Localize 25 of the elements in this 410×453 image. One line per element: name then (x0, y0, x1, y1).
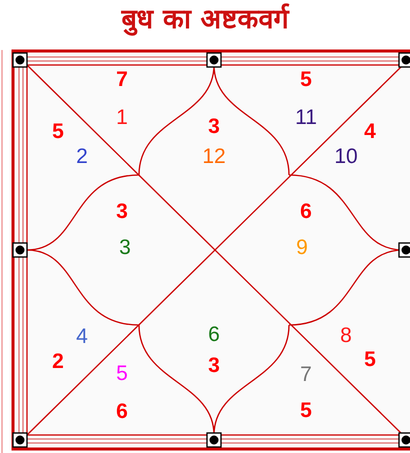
bindu-score: 5 (51, 121, 65, 143)
house-number: 8 (339, 325, 353, 347)
house-number: 9 (295, 237, 309, 259)
house-number: 2 (75, 146, 89, 168)
bindu-score: 3 (115, 201, 129, 223)
house-number: 5 (115, 363, 129, 385)
house-number: 11 (294, 107, 318, 129)
bindu-score: 6 (115, 401, 129, 423)
bindu-score: 7 (115, 69, 129, 91)
bindu-score: 3 (207, 116, 221, 138)
house-number: 7 (299, 364, 313, 386)
house-number: 12 (201, 146, 227, 168)
bindu-score: 2 (51, 351, 65, 373)
house-number: 6 (207, 324, 221, 346)
bindu-score: 6 (299, 201, 313, 223)
bindu-score: 5 (299, 400, 313, 422)
bindu-score: 4 (363, 121, 377, 143)
house-number: 3 (118, 237, 132, 259)
house-number: 4 (75, 326, 89, 348)
chart-title: बुध का अष्टकवर्ग (122, 4, 288, 35)
bindu-score: 5 (299, 69, 313, 91)
house-number: 10 (333, 146, 359, 168)
bindu-score: 3 (207, 355, 221, 377)
bindu-score: 5 (363, 349, 377, 371)
house-number: 1 (115, 107, 129, 129)
